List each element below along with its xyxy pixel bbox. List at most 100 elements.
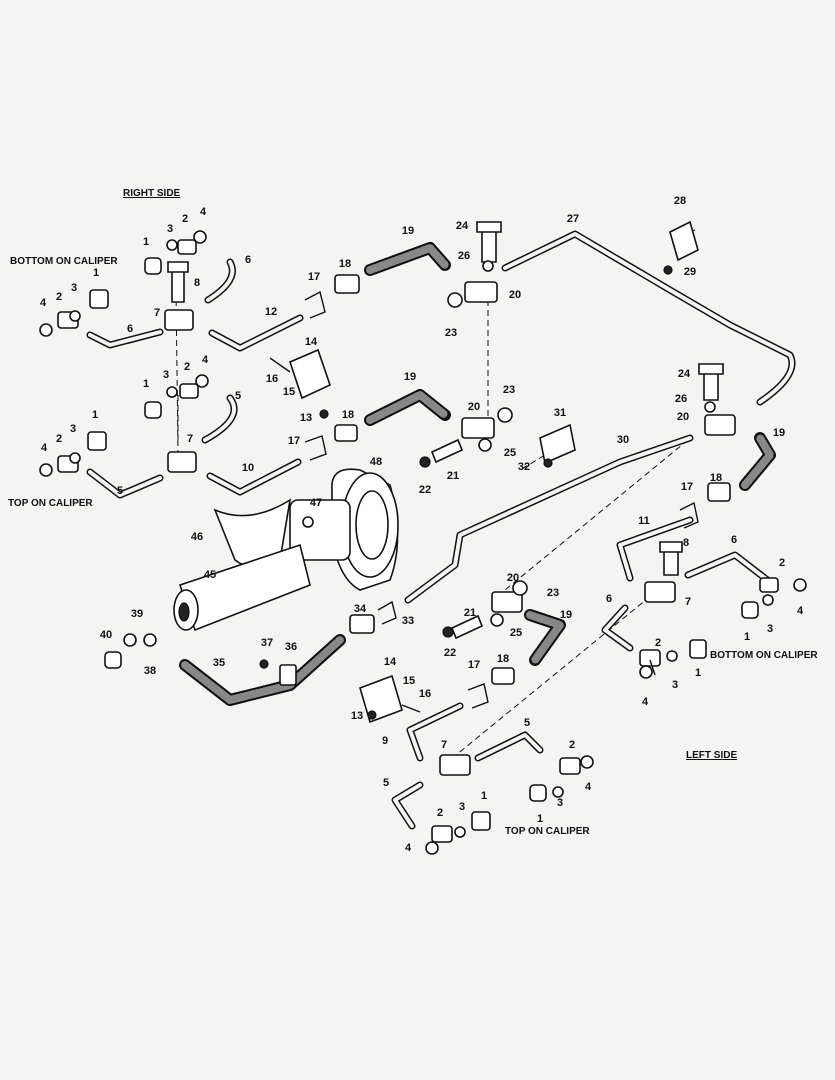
bottom-caliper-right-label: BOTTOM ON CALIPER bbox=[10, 256, 118, 267]
callout: 12 bbox=[265, 306, 277, 318]
callout: 2 bbox=[182, 213, 188, 225]
callout: 10 bbox=[242, 462, 254, 474]
callout: 25 bbox=[510, 627, 522, 639]
callout: 8 bbox=[683, 537, 689, 549]
callout: 5 bbox=[524, 717, 530, 729]
callout: 1 bbox=[744, 631, 750, 643]
left-side-label: LEFT SIDE bbox=[686, 750, 737, 761]
callout: 7 bbox=[154, 307, 160, 319]
callout: 13 bbox=[351, 710, 363, 722]
callout: 38 bbox=[144, 665, 156, 677]
callout: 20 bbox=[677, 411, 689, 423]
callout: 5 bbox=[383, 777, 389, 789]
callout: 5 bbox=[117, 485, 123, 497]
callout: 6 bbox=[127, 323, 133, 335]
callout: 4 bbox=[585, 781, 592, 793]
callout: 14 bbox=[384, 656, 397, 668]
callout: 20 bbox=[509, 289, 521, 301]
captions: RIGHT SIDE LEFT SIDE BOTTOM ON CALIPER T… bbox=[8, 188, 818, 837]
braided-hoses bbox=[179, 242, 776, 706]
callout: 17 bbox=[681, 481, 693, 493]
callout: 2 bbox=[437, 807, 443, 819]
rigid-pipes bbox=[86, 230, 796, 830]
bottom-caliper-left-label: BOTTOM ON CALIPER bbox=[710, 650, 818, 661]
callout: 25 bbox=[504, 447, 516, 459]
callout: 4 bbox=[405, 842, 412, 854]
callout: 18 bbox=[339, 258, 351, 270]
callout: 20 bbox=[468, 401, 480, 413]
callout: 13 bbox=[300, 412, 312, 424]
master-cylinder bbox=[173, 468, 399, 632]
callout: 40 bbox=[100, 629, 112, 641]
callout: 32 bbox=[518, 461, 530, 473]
callout: 3 bbox=[167, 223, 173, 235]
callout: 4 bbox=[40, 297, 47, 309]
callout: 1 bbox=[481, 790, 487, 802]
callout: 1 bbox=[143, 236, 149, 248]
callout: 47 bbox=[310, 497, 322, 509]
callout: 23 bbox=[503, 384, 515, 396]
callout: 36 bbox=[285, 641, 297, 653]
callout: 1 bbox=[93, 267, 99, 279]
callout: 45 bbox=[204, 569, 216, 581]
callout: 31 bbox=[554, 407, 566, 419]
callout: 3 bbox=[70, 423, 76, 435]
callout: 2 bbox=[184, 361, 190, 373]
callout: 19 bbox=[404, 371, 416, 383]
callout: 1 bbox=[695, 667, 701, 679]
callout: 39 bbox=[131, 608, 143, 620]
top-caliper-right-label: TOP ON CALIPER bbox=[8, 498, 93, 509]
callout: 28 bbox=[674, 195, 686, 207]
callout: 18 bbox=[497, 653, 509, 665]
callout: 22 bbox=[419, 484, 431, 496]
callout: 4 bbox=[202, 354, 209, 366]
callout: 1 bbox=[537, 813, 543, 825]
callout: 26 bbox=[675, 393, 687, 405]
callout: 27 bbox=[567, 213, 579, 225]
callout: 8 bbox=[194, 277, 200, 289]
callout: 34 bbox=[354, 603, 367, 615]
callout: 48 bbox=[370, 456, 382, 468]
callout: 30 bbox=[617, 434, 629, 446]
fittings bbox=[39, 220, 807, 855]
callout: 7 bbox=[441, 739, 447, 751]
callout: 2 bbox=[655, 637, 661, 649]
callout: 4 bbox=[797, 605, 804, 617]
right-side-label: RIGHT SIDE bbox=[123, 188, 181, 199]
callout: 23 bbox=[445, 327, 457, 339]
callout: 4 bbox=[41, 442, 48, 454]
callout: 5 bbox=[235, 390, 241, 402]
callout: 3 bbox=[767, 623, 773, 635]
callout: 2 bbox=[569, 739, 575, 751]
top-caliper-left-label: TOP ON CALIPER bbox=[505, 826, 590, 837]
callout: 3 bbox=[672, 679, 678, 691]
callout: 1 bbox=[143, 378, 149, 390]
callout: 35 bbox=[213, 657, 225, 669]
callout: 21 bbox=[464, 607, 476, 619]
callout: 15 bbox=[283, 386, 295, 398]
callout: 2 bbox=[56, 291, 62, 303]
callout: 2 bbox=[56, 433, 62, 445]
callout: 16 bbox=[266, 373, 278, 385]
callout: 23 bbox=[547, 587, 559, 599]
callout: 4 bbox=[200, 206, 207, 218]
callout: 17 bbox=[308, 271, 320, 283]
callout: 18 bbox=[710, 472, 722, 484]
callout: 22 bbox=[444, 647, 456, 659]
callout: 16 bbox=[419, 688, 431, 700]
callout: 6 bbox=[245, 254, 251, 266]
callout: 46 bbox=[191, 531, 203, 543]
callout: 6 bbox=[606, 593, 612, 605]
callout: 26 bbox=[458, 250, 470, 262]
callout: 3 bbox=[459, 801, 465, 813]
callout: 19 bbox=[773, 427, 785, 439]
callout: 19 bbox=[402, 225, 414, 237]
alignment-lines bbox=[175, 229, 696, 761]
callout: 20 bbox=[507, 572, 519, 584]
callout: 37 bbox=[261, 637, 273, 649]
callout-numbers: 1 2 3 4 1 8 3 2 4 6 7 6 12 17 18 19 24 2… bbox=[40, 195, 804, 854]
callout: 29 bbox=[684, 266, 696, 278]
callout: 6 bbox=[731, 534, 737, 546]
callout: 2 bbox=[779, 557, 785, 569]
